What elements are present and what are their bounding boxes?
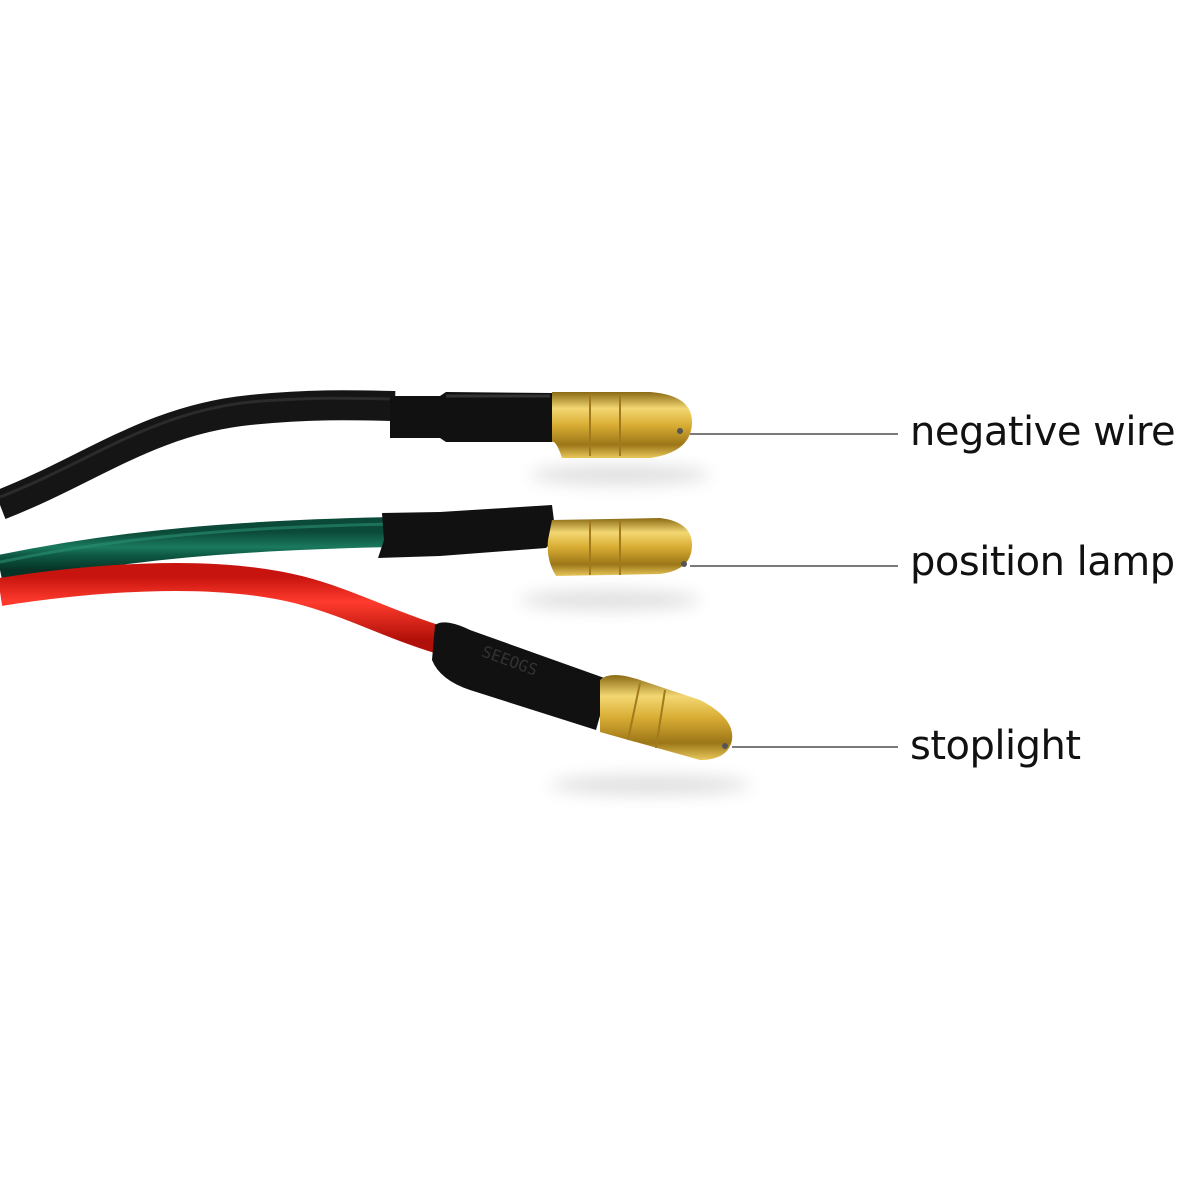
black-bullet-connector	[552, 392, 692, 458]
shadows	[520, 465, 750, 795]
label-negative-wire: negative wire	[910, 409, 1176, 455]
leader-line-stoplight	[732, 746, 898, 748]
label-position-lamp: position lamp	[910, 539, 1175, 585]
green-bullet-connector	[547, 518, 692, 576]
leader-line-negative-wire	[690, 433, 898, 435]
label-stoplight: stoplight	[910, 723, 1081, 769]
black-wire-assembly	[0, 390, 692, 519]
leader-line-position-lamp	[690, 565, 898, 567]
red-bullet-connector	[600, 675, 733, 760]
red-wire-assembly: SEEOGS	[0, 563, 733, 760]
green-wire-assembly	[0, 505, 692, 585]
